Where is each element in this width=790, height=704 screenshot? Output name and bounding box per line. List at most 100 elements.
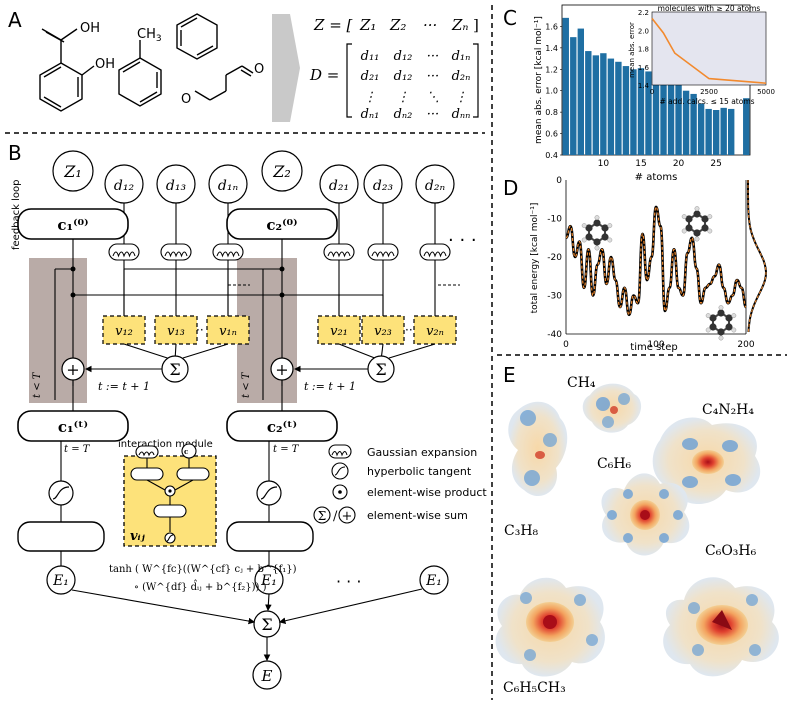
sum-label-1: Σ [169, 360, 180, 379]
v-ellipsis-1: ·· [196, 323, 204, 337]
c1-state-label: c₁⁽ᵗ⁾ [58, 418, 88, 436]
energy-label-1: E₁ [52, 573, 69, 589]
label-aldehyde-o2: O [254, 62, 264, 77]
matrix-bracket-left [346, 43, 352, 118]
matrix-cell: ··· [427, 49, 439, 64]
cross-connections [54, 268, 384, 400]
distance-node-label: d₂ₙ [425, 178, 446, 194]
inset-y-tick: 1.4 [638, 82, 650, 90]
more-atoms-ellipsis: · · · [448, 230, 477, 251]
energy-label-2: E₁ [260, 573, 277, 589]
svg-text:Z₂: Z₂ [389, 16, 406, 34]
inset-y-tick: 2.0 [638, 27, 649, 35]
legend-gaussian-text: Gaussian expansion [367, 446, 477, 459]
matrix-cell: ⋮ [397, 90, 410, 105]
chart-d-ylabel: total energy [kcal mol⁻¹] [530, 203, 540, 314]
inset-frame [651, 11, 767, 86]
gaussian-expansion-node [160, 243, 192, 261]
surface-c4n2h4 [652, 417, 761, 505]
label-oh-carboxyl: OH [80, 21, 100, 36]
matrix-cell: dₙ₂ [394, 107, 413, 122]
interaction-node [102, 315, 146, 345]
toluene-snapshot-1 [581, 215, 613, 251]
panel-label-a: A [8, 8, 22, 32]
distance-node-label: d₂₃ [373, 178, 394, 194]
interaction-node-label: v₂ₙ [426, 324, 444, 339]
total-energy-label: E [261, 667, 273, 685]
vij-label: vᵢⱼ [130, 529, 146, 544]
legend-sum-text: element-wise sum [367, 509, 468, 522]
bar-29 [743, 98, 750, 155]
surface-c6h5ch3 [495, 577, 605, 677]
svg-text:Z₁: Z₁ [359, 16, 376, 34]
energy-distribution-dtnn [747, 180, 767, 333]
d-y-tick-label: -10 [547, 215, 562, 225]
interaction-to-sum [182, 343, 229, 359]
bar-19 [667, 82, 675, 155]
plus-label-2: + [275, 360, 288, 379]
legend-sum: Σ / + element-wise sum [313, 506, 468, 524]
y-tick-label: 0.4 [545, 151, 558, 160]
label-c4n2h4: C₄N₂H₄ [702, 402, 754, 418]
panel-label-d: D [503, 176, 518, 200]
gaussian-expansion-node [419, 243, 451, 261]
series-reference [565, 205, 748, 317]
bar-12 [615, 61, 622, 155]
matrix-cell: d₁₁ [361, 49, 380, 64]
matrix-cell: d₂₁ [361, 69, 380, 84]
d-matrix-lhs: D = [309, 66, 339, 84]
v-ellipsis-2: ·· [405, 323, 413, 337]
label-ch4: CH₄ [567, 375, 596, 391]
inset-xlabel: # add. calcs. ≤ 15 atoms [659, 97, 754, 106]
formula-line-2: ∘ (W^{df} d̂ᵢⱼ + b^{f₂})) ) [134, 580, 267, 593]
bar-25 [712, 110, 720, 155]
chart-d-xlabel: time step [630, 342, 677, 353]
molecule-salicylic-acid [39, 28, 95, 112]
formula-line-1: tanh ( W^{fc}((W^{cf} cⱼ + b^{f₁}) [109, 564, 297, 575]
tanh-node-2 [256, 441, 282, 506]
y-tick-label: 1.4 [545, 44, 558, 53]
inset-line [651, 17, 767, 84]
c1-initial-label: c₁⁽⁰⁾ [57, 216, 88, 234]
output-layer-box-2 [226, 521, 314, 552]
inset-y-tick: 2.2 [638, 9, 649, 17]
matrix-cell: ··· [427, 107, 439, 122]
bar-11 [607, 58, 615, 156]
energy-arrows [71, 588, 423, 662]
bar-16 [645, 71, 652, 155]
legend-product: element-wise product [332, 484, 487, 500]
t-less-T-1: t < T [32, 371, 43, 398]
bar-7 [577, 28, 584, 156]
label-c3h8: C₃H₈ [504, 523, 539, 539]
y-tick-label: 0.8 [545, 108, 558, 117]
molecule-benzene [176, 13, 218, 60]
c2-initial-label: c₂⁽⁰⁾ [266, 216, 297, 234]
svg-text:/: / [333, 509, 338, 524]
surface-c6o3h6 [663, 577, 779, 677]
interaction-node [413, 315, 457, 345]
interaction-node [154, 315, 198, 345]
energy-node-n [419, 565, 449, 595]
label-c6o3h6: C₆O₃H₆ [705, 543, 757, 559]
matrix-cell: d₂ₙ [452, 69, 471, 84]
gaussian-icon [164, 251, 188, 258]
gaussian-expansion-node [323, 243, 355, 261]
toluene-snapshot-3 [705, 305, 737, 341]
bar-8 [585, 51, 592, 156]
total-sum-label: Σ [261, 615, 272, 634]
d-y-tick-label: -30 [547, 292, 562, 302]
bar-23 [697, 103, 705, 155]
t-update-1: t := t + 1 [98, 380, 150, 393]
y-tick-label: 0.6 [545, 130, 558, 139]
interaction-module-title: interaction module [118, 439, 213, 450]
t-update-2: t := t + 1 [304, 380, 356, 393]
output-layer-box-1 [17, 521, 105, 552]
inset-ylabel: mean abs. error [628, 22, 636, 78]
y-tick-label: 1.2 [545, 65, 558, 74]
t-eq-T-1: t = T [64, 444, 91, 455]
interaction-node-label: v₁₃ [167, 324, 185, 339]
gaussian-expansion-node [367, 243, 399, 261]
gaussian-expansion-node [108, 243, 140, 261]
bar-26 [720, 107, 727, 155]
